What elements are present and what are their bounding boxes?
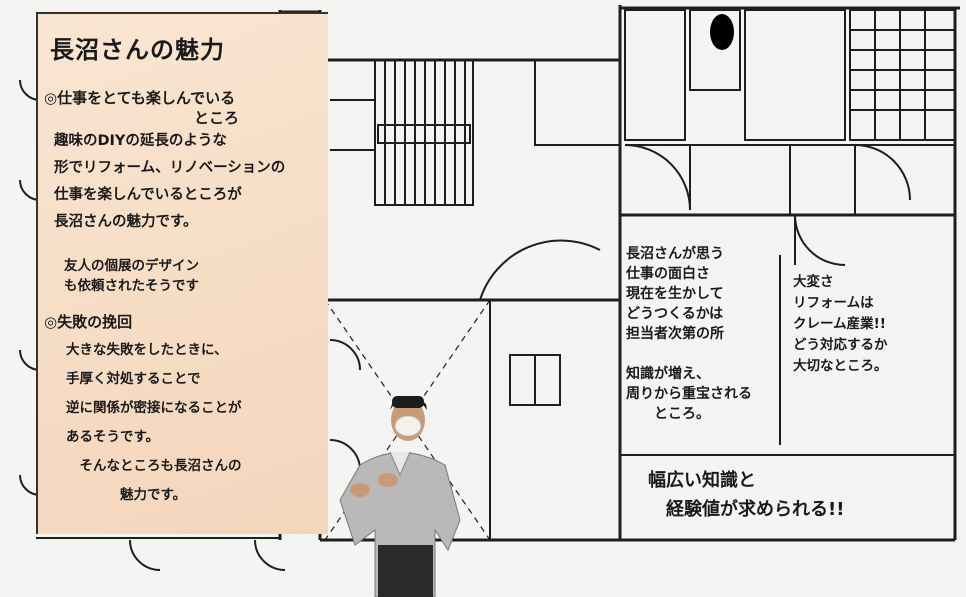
right-column-difficulty: 大変さ リフォームは クレーム産業!! どう対応するか 大切なところ。	[793, 274, 888, 374]
right-column-fun-of-work: 長沼さんが思う 仕事の面白さ 現在を生かして どうつくるかは 担当者次第の所 知…	[626, 246, 752, 422]
section1-body: 趣味のDIYの延長のような 形でリフォーム、リノベーションの 仕事を楽しんでいる…	[54, 133, 286, 230]
section1-note: 友人の個展のデザイン も依頼されたそうです	[64, 258, 199, 294]
left-info-panel	[36, 12, 328, 534]
poster-title: 長沼さんの魅力	[50, 36, 225, 64]
section2-body: 大きな失敗をしたときに、 手厚く対処することで 逆に関係が密接になることが ある…	[66, 342, 242, 503]
bottom-summary-note: 幅広い知識と 経験値が求められる!!	[648, 470, 845, 520]
section1-heading: ◎仕事をとても楽しんでいる ところ	[44, 89, 240, 127]
presenter-figure	[339, 396, 461, 597]
section2-heading: ◎失敗の挽回	[44, 313, 133, 331]
